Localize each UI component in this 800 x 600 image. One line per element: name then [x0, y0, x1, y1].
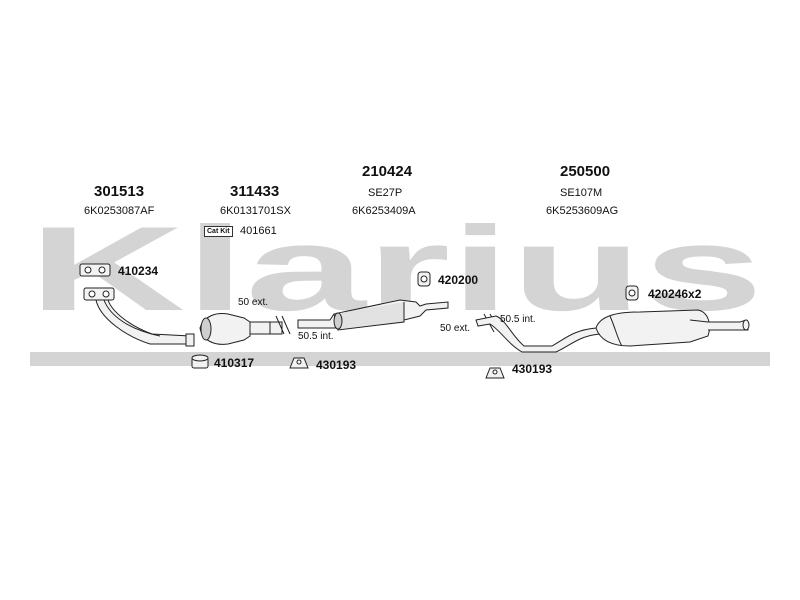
watermark-bar — [30, 352, 770, 366]
group-4-sub: SE107M — [560, 187, 603, 199]
middle-silencer — [297, 299, 449, 331]
rubber-mount-icon — [625, 285, 639, 301]
gasket-number: 410234 — [118, 264, 159, 278]
ring-icon — [191, 354, 209, 369]
group-4-oe: 6K5253609AG — [546, 205, 619, 217]
group-3-sub: SE27P — [368, 187, 403, 199]
group-1-number: 301513 — [94, 183, 145, 200]
hanger-1-number: 430193 — [316, 358, 357, 372]
group-2-oe: 6K0131701SX — [220, 205, 291, 217]
rear-section — [475, 309, 750, 353]
group-4-number: 250500 — [560, 163, 611, 180]
downpipe-flange — [185, 333, 195, 347]
int-annotation-1: 50.5 int. — [298, 331, 334, 342]
cat-kit-badge: Cat Kit — [204, 226, 233, 237]
catalytic-converter — [199, 313, 283, 345]
group-1-oe: 6K0253087AF — [84, 205, 155, 217]
group-3-oe: 6K6253409A — [352, 205, 416, 217]
ext-annotation-1: 50 ext. — [238, 297, 269, 308]
hanger-2-number: 430193 — [512, 362, 553, 376]
int-annotation-2: 50.5 int. — [500, 314, 536, 325]
group-2-number: 311433 — [230, 183, 280, 200]
front-pipe — [83, 287, 195, 347]
rear-silencer — [595, 309, 711, 347]
ext-annotation-2: 50 ext. — [440, 323, 471, 334]
hanger-icon-1 — [289, 357, 309, 369]
cat-kit-number: 401661 — [240, 225, 277, 237]
group-3-number: 210424 — [362, 163, 413, 180]
clamp-number: 420200 — [438, 273, 479, 287]
hanger-icon-2 — [485, 367, 505, 379]
clamp-icon — [417, 271, 431, 287]
joint-mark-1 — [275, 315, 291, 335]
gasket-icon — [79, 263, 111, 277]
cat-outlet-pipe — [249, 321, 283, 335]
ring-number: 410317 — [214, 356, 255, 370]
rubber-mount-number: 420246x2 — [648, 287, 702, 301]
